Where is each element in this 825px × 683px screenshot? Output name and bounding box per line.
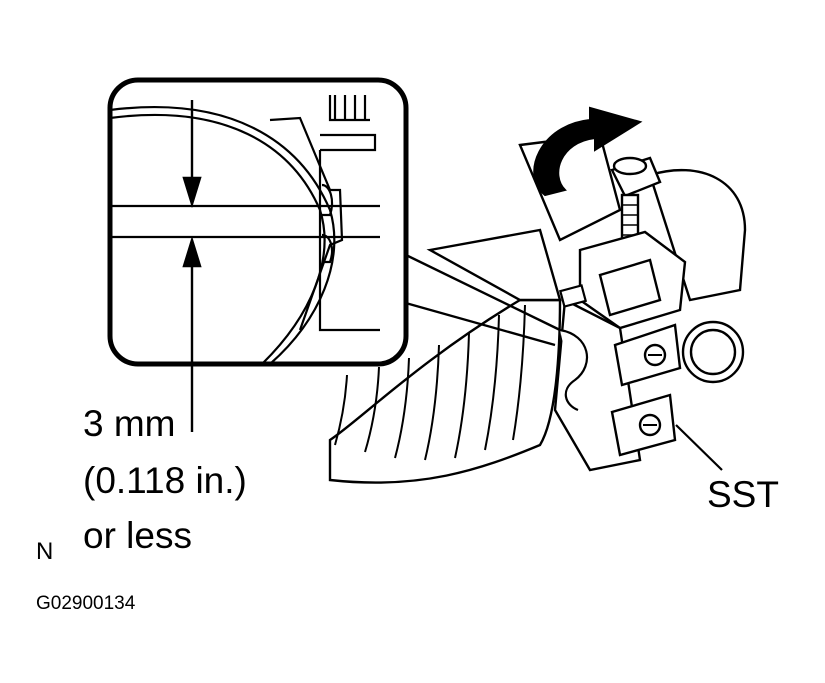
- hose-boot: [328, 228, 562, 484]
- hose-clip: [558, 284, 589, 412]
- detail-inset: [107, 77, 409, 367]
- sst-clamp-tool: [553, 230, 687, 472]
- sst-leader-line: [675, 424, 723, 471]
- clearance-label-value: 3 mm: [83, 403, 176, 444]
- figure-id: G02900134: [36, 593, 136, 614]
- clearance-label-inches: (0.118 in.): [83, 460, 247, 501]
- sst-label: SST: [707, 474, 779, 515]
- throttle-housing: [518, 133, 747, 384]
- corner-mark: N: [36, 538, 54, 565]
- dimension-arrows: [182, 100, 202, 432]
- clearance-label-qualifier: or less: [83, 515, 192, 556]
- rotation-arrow-icon: [533, 106, 643, 197]
- callout-leader-lines: [394, 253, 561, 347]
